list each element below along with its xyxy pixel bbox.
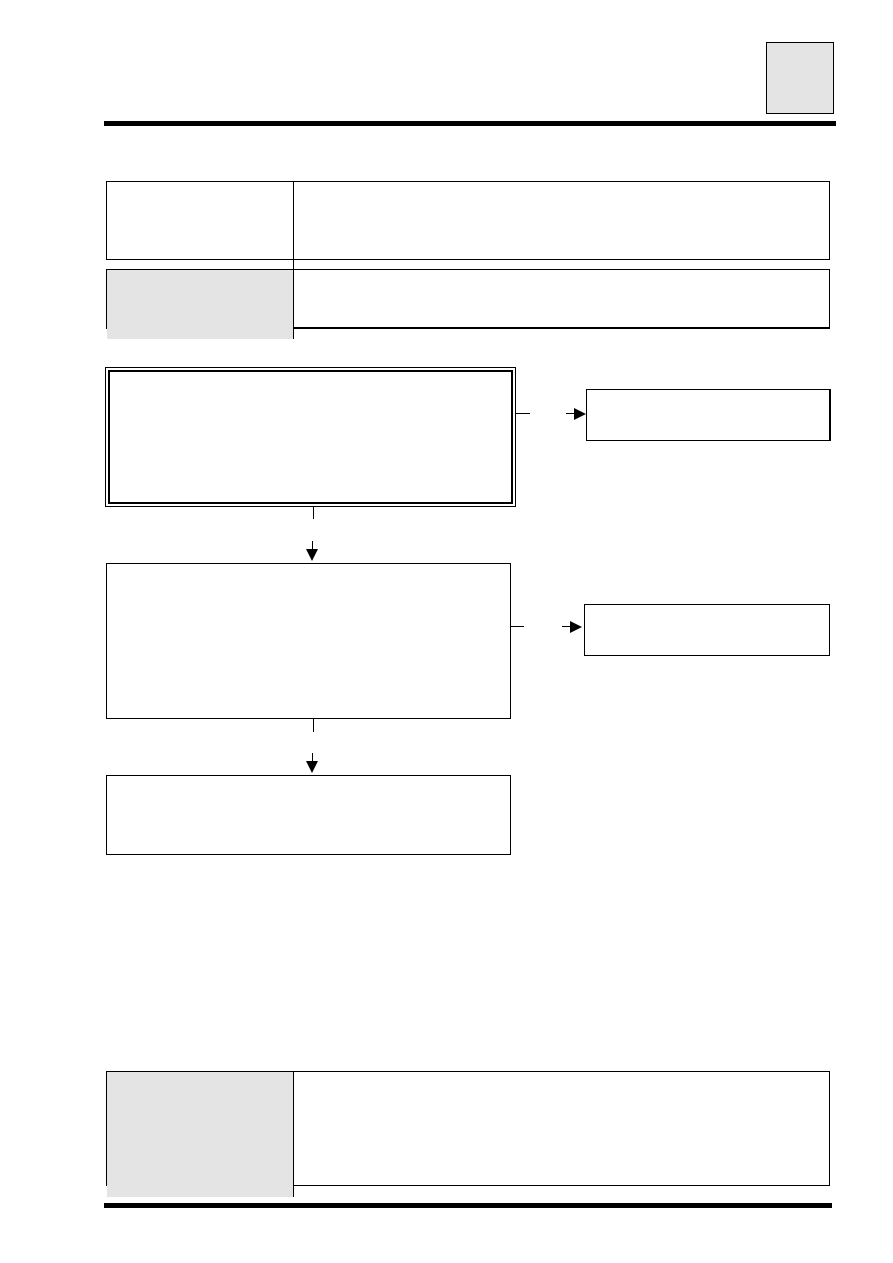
connector-step-1-branch-end [566,413,576,414]
connector-step-1-down-end [312,541,313,551]
info-row-1-label [107,182,294,271]
info-row-2-value [277,270,829,339]
flow-step-2-box [106,563,511,719]
info-table-row-2 [106,269,830,339]
connector-step-1-down-start [313,507,314,519]
flow-step-1-text [108,370,513,504]
note-table-row [106,1071,830,1197]
arrow-right-icon [574,408,586,420]
connector-step-1-branch-start [516,413,530,414]
flow-step-2-result-box [584,604,830,656]
info-table-row-1 [106,181,830,271]
note-value [277,1072,829,1197]
note-label [107,1072,294,1197]
arrow-down-icon [306,761,318,773]
header-rule [104,121,836,126]
arrow-down-icon [306,549,318,561]
flow-step-1-result-box [586,389,831,441]
flow-step-3-box [106,775,511,855]
connector-step-2-branch-start [511,626,524,627]
info-row-2-label [107,270,294,339]
page-tab-box [766,42,834,114]
arrow-right-icon [570,621,582,633]
footer-rule [104,1203,832,1208]
flow-step-1-box [105,367,516,507]
connector-step-2-branch-end [562,626,572,627]
connector-step-2-down-start [313,719,314,732]
connector-step-2-down-end [312,753,313,763]
info-row-1-value [277,182,829,271]
